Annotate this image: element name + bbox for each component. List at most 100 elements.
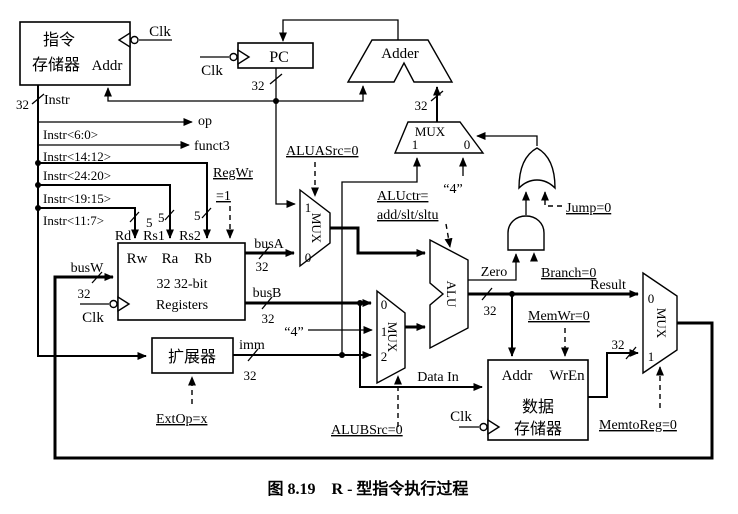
rs1-port-label: Rs1 (143, 229, 165, 244)
regfile-rw-port: Rw (127, 251, 148, 267)
aluasrc-mux (299, 188, 331, 268)
wire-imm-to-branch-mux (341, 157, 421, 355)
clk-bubble-datamem (479, 422, 488, 432)
pc-register-box (237, 42, 314, 69)
wire-aluasrc-out (330, 226, 426, 257)
zero-label: Zero (481, 265, 507, 280)
rs2-port-label: Rs2 (179, 229, 201, 244)
clk-bubble-regfile (109, 299, 118, 309)
pc-width-32: 32 (252, 78, 265, 93)
rs1-width-5: 5 (158, 210, 165, 225)
figure-caption: 图 8.19 R - 型指令执行过程 (268, 479, 469, 498)
memtoreg-mux (642, 271, 678, 375)
instr-24-20-label: Instr<24:20> (43, 168, 111, 183)
alubsrc-mux-label: MUX (385, 322, 400, 353)
adder-shape (346, 39, 454, 83)
memtoreg-mux-label: MUX (654, 308, 669, 339)
clk-triangle-imem (117, 31, 131, 49)
branch-mux-in0: 0 (464, 137, 471, 152)
aluasrc-mux-label: MUX (309, 213, 324, 244)
result-width-32: 32 (484, 303, 497, 318)
junction-dots (35, 98, 515, 358)
busw-label: busW (71, 261, 104, 276)
imm-width-32: 32 (244, 368, 257, 383)
branch-mux-label: MUX (415, 124, 446, 139)
alubsrc-mux-in1: 1 (381, 324, 388, 339)
memwr-label: MemWr=0 (528, 309, 590, 324)
funct3-label: funct3 (194, 139, 230, 154)
aluasrc-mux-in1: 1 (305, 200, 312, 215)
rd-port-label: Rd (115, 229, 131, 244)
wire-aluctr (444, 223, 453, 248)
data-in-label: Data In (417, 370, 459, 385)
and-gate (507, 215, 545, 251)
aluasrc-mux-in0: 0 (305, 250, 312, 265)
instr-width-32: 32 (16, 97, 29, 112)
instr-6-0-label: Instr<6:0> (43, 127, 98, 142)
wire-pc-to-adder (276, 85, 367, 102)
rd-width-5: 5 (146, 215, 153, 230)
control-wires (188, 162, 664, 427)
instr-19-15-label: Instr<19:15> (43, 191, 111, 206)
clk-bubble-pc (229, 52, 238, 62)
regfile-rb-port: Rb (194, 251, 212, 267)
register-file-box (117, 242, 246, 321)
wires (37, 19, 714, 460)
four-const-top: “4” (443, 182, 462, 197)
bus-width-ticks (31, 73, 637, 362)
wire-branch-mux-select (476, 132, 538, 146)
or-gate (518, 147, 556, 190)
clk-label-regfile: Clk (82, 310, 104, 326)
instruction-memory-box (19, 21, 131, 86)
datamem-wren-port: WrEn (549, 368, 585, 384)
extender-box (151, 337, 234, 374)
clk-triangle-regfile (117, 295, 131, 313)
clk-triangle-datamem (487, 418, 501, 436)
wire-adder-to-pc (279, 19, 399, 42)
wire-rs1 (38, 184, 174, 239)
busb-width-32: 32 (262, 311, 275, 326)
pc-label: PC (269, 49, 289, 66)
busb-label: busB (253, 286, 282, 301)
regfile-ra-port: Ra (162, 251, 179, 267)
instr-mem-addr-port: Addr (92, 58, 123, 74)
regwr-label: RegWr (213, 166, 253, 181)
wire-zero (468, 253, 520, 281)
alu-shape (429, 238, 469, 350)
adder-label: Adder (381, 46, 419, 62)
instr-11-7-label: Instr<11:7> (43, 213, 104, 228)
branch-mux-width-32: 32 (415, 98, 428, 113)
wire-mem-out (588, 349, 639, 398)
memtoreg-label: MemtoReg=0 (599, 418, 677, 433)
wire-jump (541, 191, 562, 207)
busa-width-32: 32 (256, 259, 269, 274)
extop-label: ExtOp=x (156, 412, 207, 427)
data-memory-box (487, 359, 589, 441)
imm-label: imm (239, 338, 265, 353)
instr-label: Instr (44, 93, 70, 108)
branch-label: Branch=0 (541, 266, 596, 281)
instr-14-12-label: Instr<14:12> (43, 149, 111, 164)
wire-pc-to-aluasrc-mux (275, 101, 296, 208)
instr-mem-label-1: 指令 (43, 31, 75, 49)
regfile-name: Registers (156, 298, 208, 313)
instr-mem-label-2: 存储器 (32, 56, 80, 74)
datamem-label-1: 数据 (522, 398, 554, 416)
datamem-label-2: 存储器 (514, 420, 562, 438)
alu-label: ALU (444, 281, 459, 308)
extender-label: 扩展器 (168, 348, 216, 366)
regwr-value: =1 (216, 189, 231, 204)
memtoreg-mux-in0: 0 (648, 291, 655, 306)
wire-data-in (359, 303, 483, 391)
clock-symbols (109, 31, 501, 436)
clk-label-datamem: Clk (450, 409, 472, 425)
datamem-addr-port: Addr (502, 368, 533, 384)
alubsrc-mux-in2: 2 (381, 349, 388, 364)
wire-pc-to-imem (104, 87, 276, 102)
alubsrc-label: ALUBSrc=0 (331, 423, 403, 438)
aluctr-label-2: add/slt/sltu (377, 208, 438, 223)
clk-triangle-pc (237, 48, 251, 66)
aluctr-label-1: ALUctr= (377, 189, 429, 204)
busw-width-32: 32 (78, 286, 91, 301)
